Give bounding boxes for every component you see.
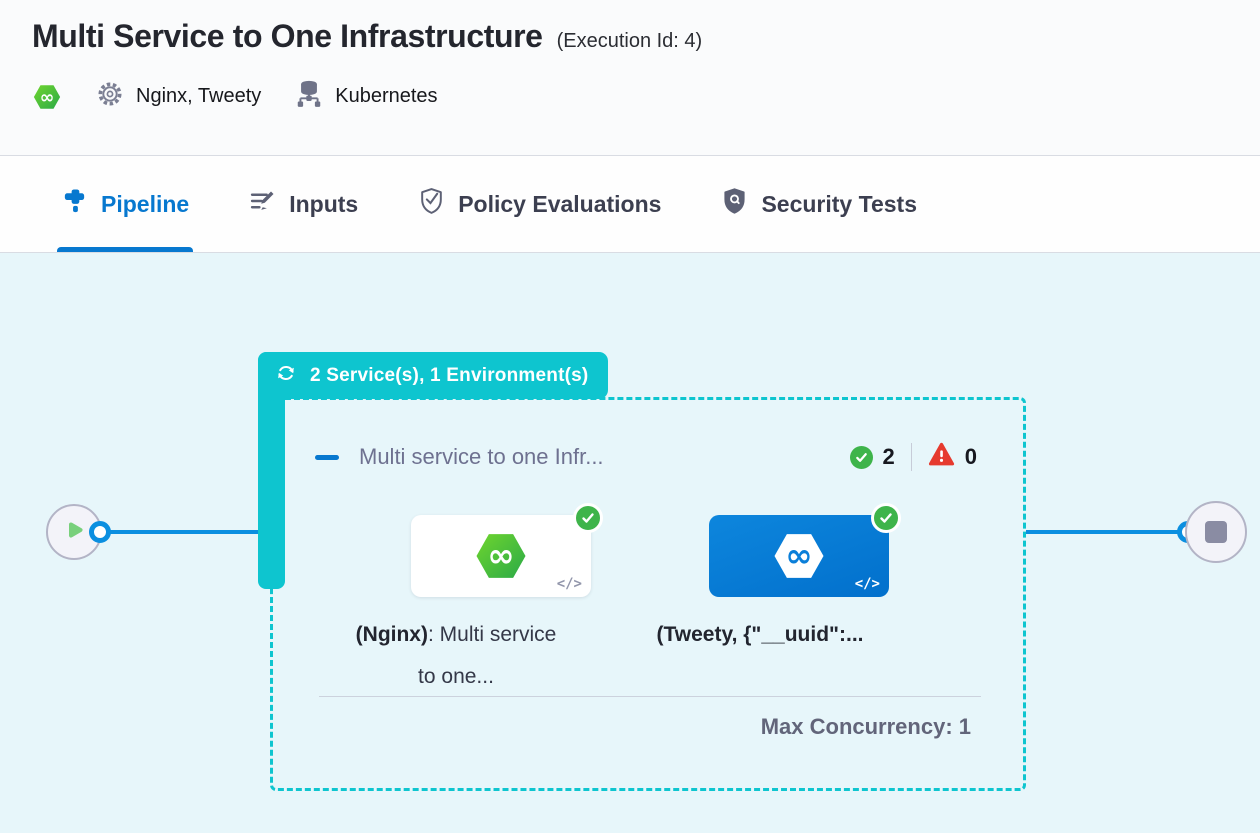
inputs-icon: [249, 188, 276, 220]
security-shield-icon: [721, 187, 748, 221]
service-node-tweety[interactable]: ∞ </>: [709, 503, 901, 597]
infrastructure-icon: [295, 79, 323, 114]
service-name-bold: (Nginx): [355, 623, 428, 646]
stage-status-counts: 2 0: [849, 442, 977, 472]
connector-line-start: [100, 530, 272, 534]
success-count: 2: [882, 444, 895, 469]
code-icon: </>: [854, 576, 880, 592]
page-title: Multi Service to One Infrastructure: [32, 18, 543, 54]
svg-text:∞: ∞: [487, 537, 514, 575]
connector-line-end: [1026, 530, 1178, 534]
infrastructure-meta: Kubernetes: [295, 79, 438, 114]
stage-name: Multi service to one Infr...: [359, 444, 604, 469]
stage-group-box: Multi service to one Infr... 2: [270, 397, 1026, 791]
pipeline-end-node[interactable]: [1185, 501, 1247, 563]
service-name-bold: (Tweety, {"__uuid":...: [656, 623, 864, 646]
svg-text:∞: ∞: [40, 87, 55, 107]
svg-text:∞: ∞: [785, 537, 812, 575]
harness-cd-icon: ∞: [32, 82, 62, 112]
tab-inputs[interactable]: Inputs: [245, 156, 362, 252]
service-node-nginx[interactable]: ∞ </>: [411, 503, 603, 597]
stage-header: Multi service to one Infr... 2: [315, 442, 977, 472]
title-row: Multi Service to One Infrastructure (Exe…: [32, 18, 1260, 55]
stage-footer-divider: [319, 696, 981, 697]
service-node-label-tweety: (Tweety, {"__uuid":...: [655, 614, 865, 656]
harness-service-icon-green: ∞: [473, 528, 529, 584]
error-warning-icon: [928, 442, 955, 472]
tab-pipeline[interactable]: Pipeline: [57, 156, 194, 252]
collapse-stage-button[interactable]: [315, 454, 339, 460]
success-badge-icon: [573, 503, 603, 533]
service-name-rest: : Multi service to one...: [418, 623, 557, 688]
success-badge-icon: [871, 503, 901, 533]
tab-inputs-label: Inputs: [289, 190, 359, 217]
services-label: Nginx, Tweety: [136, 85, 262, 107]
stop-icon: [1205, 521, 1227, 543]
code-icon: </>: [556, 576, 582, 592]
max-concurrency-label: Max Concurrency: 1: [760, 714, 971, 739]
tab-pipeline-label: Pipeline: [101, 190, 190, 217]
service-node-label-nginx: (Nginx): Multi service to one...: [351, 614, 561, 698]
gear-icon: [96, 80, 124, 113]
tab-policy-evaluations[interactable]: Policy Evaluations: [414, 156, 665, 252]
counts-divider: [910, 443, 912, 471]
pipeline-start-node[interactable]: [46, 504, 102, 560]
tab-security-tests[interactable]: Security Tests: [717, 156, 921, 252]
policy-shield-check-icon: [418, 187, 445, 221]
infrastructure-label: Kubernetes: [335, 85, 438, 107]
services-meta: Nginx, Tweety: [96, 80, 261, 113]
stage-group-badge-label: 2 Service(s), 1 Environment(s): [310, 364, 589, 386]
execution-id: (Execution Id: 4): [556, 30, 703, 52]
failed-count: 0: [964, 444, 977, 469]
tab-policy-evaluations-label: Policy Evaluations: [458, 190, 662, 217]
pipeline-canvas[interactable]: 2 Service(s), 1 Environment(s) Multi ser…: [0, 253, 1260, 833]
harness-service-icon-white: ∞: [771, 528, 827, 584]
loop-icon: [274, 361, 298, 390]
success-check-icon: [849, 445, 873, 469]
start-node-port: [89, 521, 111, 543]
play-icon: [61, 517, 87, 548]
pipeline-icon: [61, 188, 88, 220]
page-header: Multi Service to One Infrastructure (Exe…: [0, 0, 1260, 156]
header-meta-row: ∞ Nginx, Tweety: [32, 79, 1260, 114]
tab-security-tests-label: Security Tests: [761, 190, 917, 217]
tab-bar: Pipeline Inputs Policy Evaluations: [0, 156, 1260, 253]
stage-group-badge[interactable]: 2 Service(s), 1 Environment(s): [258, 352, 609, 399]
